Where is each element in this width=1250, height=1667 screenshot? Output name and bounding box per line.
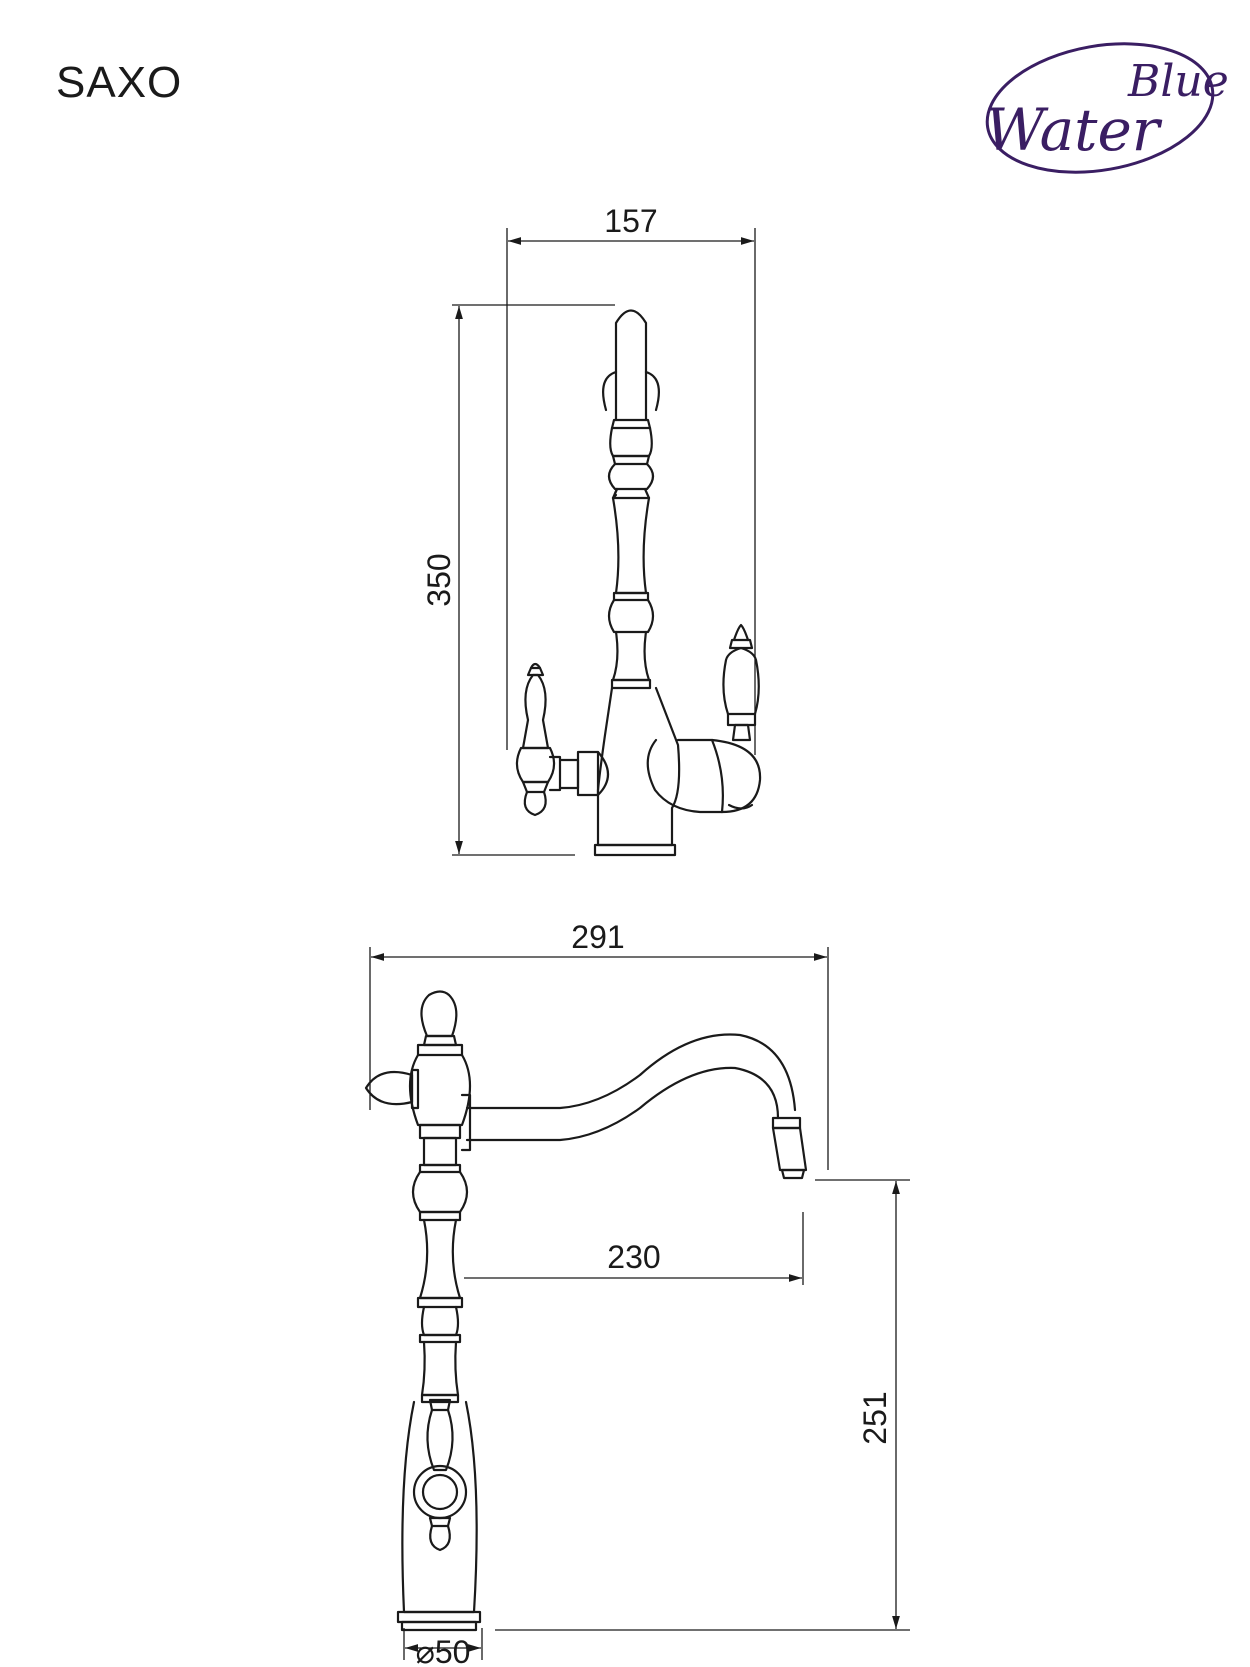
logo-oval — [985, 42, 1215, 174]
dim-label-251: 251 — [857, 1391, 893, 1444]
dim-side-width: 291 — [369, 919, 829, 1170]
dim-base-diameter: ⌀50 — [403, 1628, 483, 1667]
side-view: 291 230 251 ⌀50 — [364, 919, 910, 1667]
brand-logo: Blue Water — [985, 42, 1229, 174]
dim-label-157: 157 — [604, 203, 657, 239]
dim-label-350: 350 — [421, 553, 457, 606]
dim-front-width: 157 — [506, 203, 756, 755]
dim-front-height: 350 — [421, 304, 615, 856]
front-view: 157 350 — [421, 203, 762, 857]
logo-word-bottom: Water — [985, 96, 1163, 164]
logo-word-top: Blue — [1127, 56, 1229, 107]
dim-spout-height: 251 — [495, 1179, 910, 1631]
dim-spout-reach: 230 — [464, 1212, 804, 1285]
dim-label-230: 230 — [607, 1239, 660, 1275]
dim-label-291: 291 — [571, 919, 624, 955]
page-title: SAXO — [56, 58, 183, 107]
dim-label-d50: ⌀50 — [416, 1634, 471, 1667]
